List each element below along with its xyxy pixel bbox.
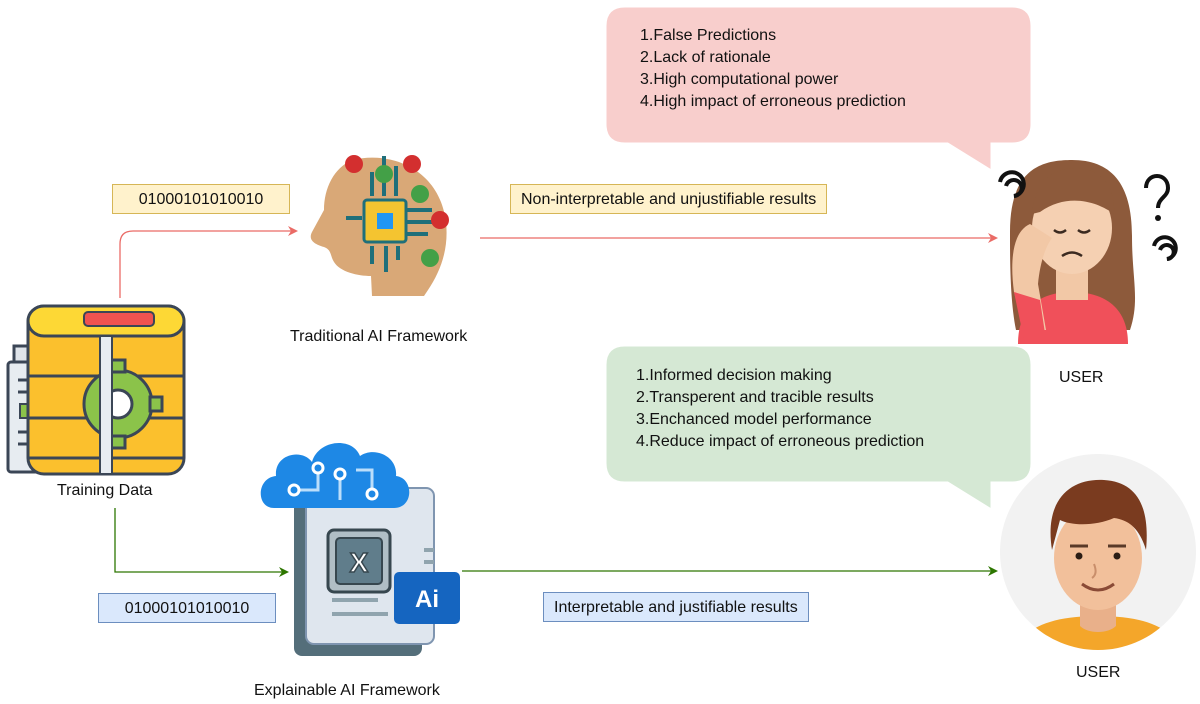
benefit-item: 2.Transperent and tracible results: [636, 389, 874, 406]
arrow-data-to-traditional: [119, 226, 298, 298]
training-data-label: Training Data: [57, 482, 153, 499]
traditional-ai-label: Traditional AI Framework: [290, 328, 468, 345]
confused-user-icon: [998, 160, 1178, 344]
explainable-ai-icon: X Ai: [260, 443, 460, 656]
problem-item: 1.False Predictions: [640, 27, 777, 44]
result-label-top: Non-interpretable and unjustifiable resu…: [510, 184, 828, 214]
problem-item: 4.High impact of erroneous prediction: [640, 93, 906, 110]
benefit-item: 4.Reduce impact of erroneous prediction: [636, 433, 925, 450]
arrow-data-to-explainable: [114, 508, 289, 577]
xai-x-glyph: X: [350, 547, 369, 578]
user-label-top: USER: [1059, 369, 1104, 386]
xai-ai-letters: Ai: [415, 586, 439, 613]
explainable-ai-label: Explainable AI Framework: [254, 682, 440, 699]
benefits-text: 1.Informed decision making 2.Transperent…: [636, 365, 924, 453]
benefits-bubble: [606, 346, 1031, 508]
happy-user-icon: [1000, 454, 1196, 650]
binary-label-bottom: 01000101010010: [98, 593, 276, 623]
training-data-icon: [6, 304, 186, 476]
traditional-ai-head-icon: [310, 155, 449, 296]
binary-label-top: 01000101010010: [112, 184, 290, 214]
benefit-item: 1.Informed decision making: [636, 367, 832, 384]
user-label-bottom: USER: [1076, 664, 1121, 681]
result-label-bottom: Interpretable and justifiable results: [543, 592, 809, 622]
problem-item: 3.High computational power: [640, 71, 839, 88]
problems-text: 1.False Predictions 2.Lack of rationale …: [640, 25, 906, 113]
problem-item: 2.Lack of rationale: [640, 49, 771, 66]
problems-bubble: [606, 7, 1031, 169]
benefit-item: 3.Enchanced model performance: [636, 411, 872, 428]
